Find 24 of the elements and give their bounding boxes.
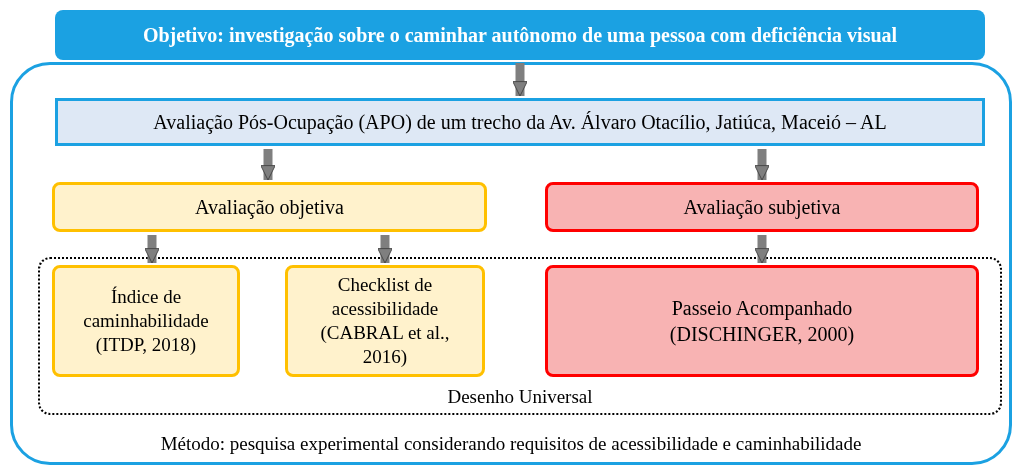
method-box — [52, 265, 240, 377]
node-text: Índice de caminhabilidade (ITDP, 2018) — [82, 285, 210, 357]
block-arrow — [754, 149, 770, 181]
node-text: Checklist de acessibilidade (CABRAL et al., 2016) — [319, 273, 451, 369]
node-text: Método: pesquisa experimental considerando requisitos de acessibilidade e caminhabilidade — [160, 431, 862, 456]
block-arrow — [260, 149, 276, 181]
node-text: Avaliação objetiva — [195, 195, 344, 221]
node-text: Avaliação subjetiva — [683, 195, 841, 221]
node-text: Avaliação Pós-Ocupação (APO) de um trecho da Av. Álvaro Otacílio, Jatiúca, Maceió – AL — [153, 110, 887, 136]
process-box — [52, 182, 487, 232]
block-arrow — [512, 63, 528, 97]
block-arrow — [377, 235, 393, 264]
frame — [10, 62, 1012, 465]
method-box — [285, 265, 485, 377]
block-arrow — [144, 235, 160, 264]
objective-banner — [55, 10, 985, 60]
node-text: Passeio Acompanhado (DISCHINGER, 2000) — [668, 296, 856, 347]
node-text: Objetivo: investigação sobre o caminhar autônomo de uma pessoa com deficiência visual — [142, 23, 898, 49]
node-text: Desenho Universal — [447, 384, 593, 409]
method-box — [545, 265, 979, 377]
process-box — [545, 182, 979, 232]
block-arrow — [754, 235, 770, 264]
process-box — [55, 98, 985, 146]
dotted-group-box — [38, 257, 1002, 415]
